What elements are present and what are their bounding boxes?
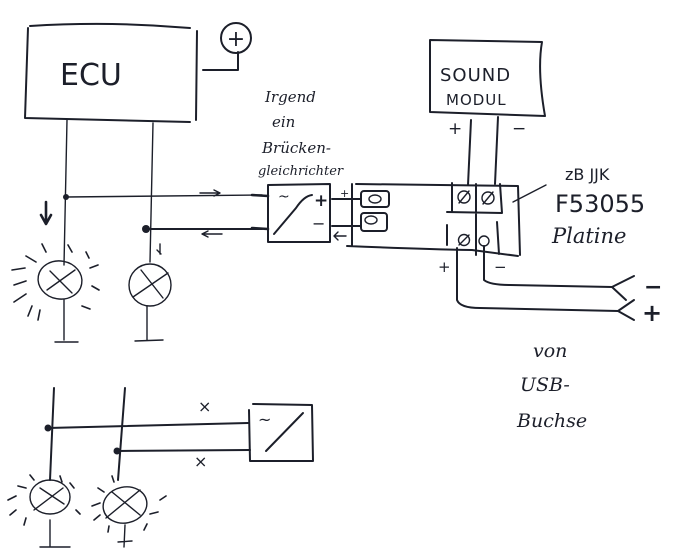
- board-outline: [346, 183, 521, 257]
- arrow-right-icon: [199, 189, 221, 197]
- ecu-wire-left: [63, 119, 68, 266]
- supply-plus-circle: [220, 22, 252, 54]
- usb-note-line2: USB-: [520, 374, 570, 396]
- ground-symbol: [134, 305, 164, 342]
- rectifier-plus: +: [314, 191, 328, 211]
- ground-symbol: [39, 519, 71, 548]
- screw-icon[interactable]: [457, 190, 471, 204]
- bottom-wire-bottom: [116, 449, 251, 452]
- ground-symbol: [117, 524, 133, 548]
- sound-module-minus: −: [512, 119, 526, 139]
- lamp-glow-rays: [7, 474, 81, 526]
- lamp-circle: [37, 260, 83, 300]
- arrow-small-down-icon: [156, 243, 162, 255]
- terminal-block-bottom: [446, 221, 500, 255]
- board-note-line3: Platine: [551, 224, 626, 248]
- sound-module-box: [429, 39, 546, 117]
- lamp-lit-left: [11, 243, 100, 343]
- ground-symbol: [54, 299, 79, 343]
- screw-icon[interactable]: [481, 191, 495, 205]
- wire-mark-2: ×: [194, 452, 207, 471]
- lamp-glow-rays: [11, 243, 100, 321]
- ac-input-1: [250, 193, 270, 198]
- board-plus-label: +: [438, 258, 451, 276]
- connector-minus-chevron: [611, 275, 635, 301]
- screw-slot: [482, 191, 494, 205]
- lamp-circle: [102, 486, 148, 524]
- top-lamp-circuit: [11, 119, 263, 343]
- ecu-block: ECU +: [24, 22, 252, 123]
- dc-plus-small: +: [340, 187, 349, 200]
- input-terminal-plus[interactable]: [360, 190, 390, 208]
- wire-to-converter-ac1: [65, 194, 263, 198]
- board-note: zB JJK F53055 Platine: [551, 165, 645, 248]
- usb-minus-label: −: [644, 275, 662, 300]
- lamp-cross: [105, 489, 141, 519]
- sound-module-wires: [467, 116, 499, 186]
- lamp-circle: [128, 263, 172, 307]
- lamp-cross: [33, 487, 65, 511]
- note-line-1: Irgend: [264, 88, 316, 106]
- bottom-wire-left: [49, 387, 55, 481]
- rectifier-box: [267, 183, 331, 243]
- sound-module-line1: SOUND: [440, 65, 511, 86]
- screw-icon: [364, 215, 378, 225]
- usb-minus-wire: [483, 245, 613, 288]
- board-note-line2: F53055: [555, 190, 645, 218]
- sound-module-line2: MODUL: [446, 91, 507, 109]
- lamp-glow-rays: [91, 475, 167, 533]
- supply-plus-symbol: +: [227, 27, 245, 52]
- wire-mark-1: ×: [198, 397, 211, 416]
- usb-connection: + − − +: [438, 245, 662, 327]
- bottom-lamp-left: [7, 474, 81, 548]
- arrow-left-small-icon: [333, 231, 347, 241]
- screw-icon[interactable]: [478, 235, 490, 247]
- lamp-cross: [132, 269, 169, 299]
- note-pointer: [512, 184, 547, 203]
- board-note-line1: zB JJK: [565, 165, 610, 184]
- usb-plus-wire: [456, 247, 619, 312]
- sound-module-plus: +: [448, 119, 462, 139]
- sound-board: [346, 182, 547, 257]
- terminal-block-top: [446, 182, 503, 256]
- sound-module: SOUND MODUL + −: [429, 39, 546, 186]
- screw-slot: [458, 190, 470, 204]
- screw-slot: [458, 234, 470, 246]
- ecu-label: ECU: [60, 58, 122, 93]
- bottom-converter-box: [248, 403, 314, 462]
- bottom-wire-top: [47, 422, 249, 429]
- ac-input-2: [250, 226, 270, 231]
- note-line-3: Brücken-: [261, 139, 331, 157]
- rectifier-minus: −: [312, 214, 325, 233]
- ecu-box-outline: [24, 22, 198, 123]
- rectifier-ac-symbol: ~: [278, 189, 290, 205]
- screw-icon: [368, 194, 382, 204]
- lamp-cross: [46, 269, 76, 294]
- bridge-rectifier: ~ + − +: [250, 183, 361, 243]
- bottom-circuit: × × ~: [7, 387, 314, 548]
- usb-plus-label: +: [642, 299, 662, 327]
- lamp-off-right: [128, 263, 172, 342]
- ecu-supply-wire: [202, 51, 239, 71]
- bottom-converter-diagonal: [265, 412, 304, 452]
- note-line-2: ein: [272, 113, 295, 131]
- lamp-circle: [29, 479, 71, 515]
- rectifier-diagonal: [273, 194, 313, 235]
- bottom-lamp-right: [91, 475, 167, 548]
- screw-icon[interactable]: [457, 233, 471, 247]
- bottom-wire-right: [117, 387, 126, 481]
- rectifier-note: Irgend ein Brücken- gleichrichter: [258, 88, 344, 179]
- usb-note-line3: Buchse: [516, 410, 587, 432]
- arrow-left-icon: [201, 230, 223, 238]
- arrow-down-icon: [39, 200, 53, 226]
- connector-plus-chevron: [617, 299, 635, 321]
- note-line-4: gleichrichter: [258, 164, 344, 179]
- usb-note-line1: von: [533, 340, 567, 362]
- input-terminal-minus[interactable]: [360, 212, 388, 232]
- bottom-converter-ac-symbol: ~: [258, 410, 271, 429]
- ecu-wire-right: [149, 122, 154, 263]
- board-minus-label: −: [494, 258, 507, 276]
- usb-note: von USB- Buchse: [516, 340, 587, 432]
